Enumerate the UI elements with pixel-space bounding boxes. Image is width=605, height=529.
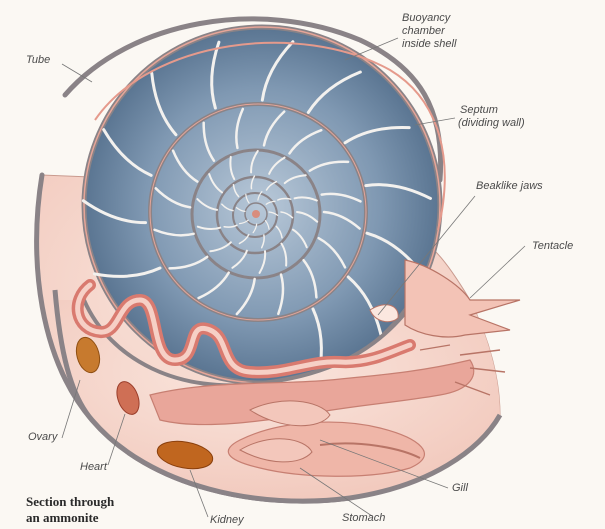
label-gill: Gill	[452, 482, 468, 494]
label-kidney: Kidney	[210, 514, 244, 526]
label-buoyancy-line1: Buoyancy	[402, 12, 450, 24]
label-tube: Tube	[26, 54, 50, 66]
label-septum-line2: (dividing wall)	[458, 117, 525, 129]
label-jaws: Beaklike jaws	[476, 180, 543, 192]
label-buoyancy-line2: chamber	[402, 25, 445, 37]
label-ovary: Ovary	[28, 431, 57, 443]
label-septum-line1: Septum	[460, 104, 498, 116]
label-heart: Heart	[80, 461, 107, 473]
label-buoyancy-line3: inside shell	[402, 38, 456, 50]
caption-line2: an ammonite	[26, 510, 99, 525]
label-tentacle: Tentacle	[532, 240, 573, 252]
caption-line1: Section through	[26, 494, 114, 509]
label-stomach: Stomach	[342, 512, 385, 524]
